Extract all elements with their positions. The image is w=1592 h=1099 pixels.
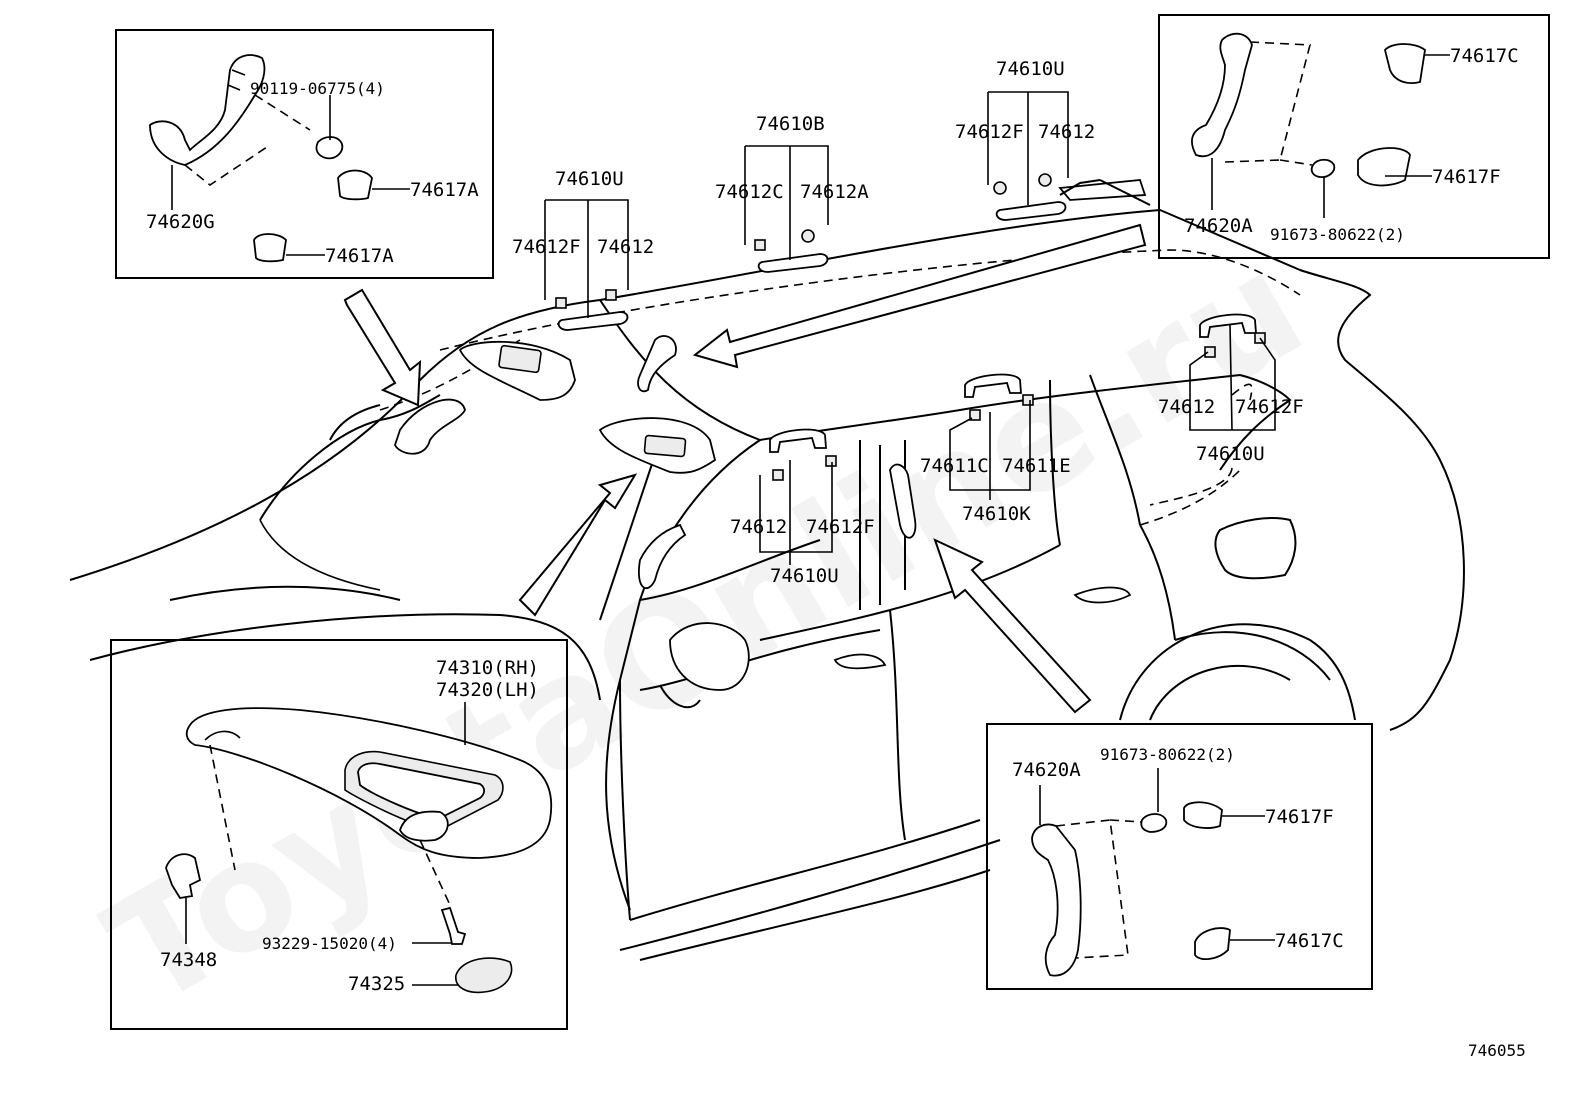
inset-front-grip: 90119-06775(4) 74617A 74620G 74617A	[115, 29, 494, 279]
inset-sun-visor: 74310(RH) 74320(LH) 74348 93229-15020(4)…	[110, 639, 568, 1030]
leader-lines	[544, 91, 1276, 565]
pointer-arrows	[343, 223, 1147, 714]
label-74610B: 74610B	[756, 113, 825, 135]
label-74310: 74310(RH)	[436, 657, 539, 679]
label-74610U-b: 74610U	[996, 58, 1065, 80]
label-74320: 74320(LH)	[436, 679, 539, 701]
label-74617C-b: 74617C	[1275, 930, 1344, 952]
label-74612F-d: 74612F	[1235, 396, 1304, 418]
label-74610U-a: 74610U	[555, 168, 624, 190]
inset-rear-grip-bottom: 74620A 91673-80622(2) 74617F 74617C	[986, 723, 1373, 990]
label-74610U-c: 74610U	[770, 565, 839, 587]
label-91673-b: 91673-80622(2)	[1100, 745, 1235, 764]
label-91673-a: 91673-80622(2)	[1270, 225, 1405, 244]
label-74617F-a: 74617F	[1432, 166, 1501, 188]
label-74612F-c: 74612F	[806, 516, 875, 538]
roof-grips	[555, 173, 1266, 481]
label-74617F-b: 74617F	[1265, 806, 1334, 828]
label-74325: 74325	[348, 973, 405, 995]
label-74620A-a: 74620A	[1184, 215, 1253, 237]
label-74348: 74348	[160, 949, 217, 971]
label-74610K: 74610K	[962, 503, 1031, 525]
diagram-number: 746055	[1468, 1041, 1526, 1060]
vehicle-labels: 74610U 74612F 74612 74610B 74612C 74612A…	[512, 58, 1304, 587]
label-90119: 90119-06775(4)	[250, 79, 385, 98]
label-74620G: 74620G	[146, 211, 215, 233]
label-74617A-1: 74617A	[410, 179, 479, 201]
label-74610U-d: 74610U	[1196, 443, 1265, 465]
vehicle-outline	[69, 208, 1465, 961]
label-74612-b: 74612	[1038, 121, 1095, 143]
label-74617C-a: 74617C	[1450, 45, 1519, 67]
label-74612-d: 74612	[1158, 396, 1215, 418]
label-74612C: 74612C	[715, 181, 784, 203]
label-74617A-2: 74617A	[325, 245, 394, 267]
inset-rear-grip-top: 74617C 74617F 74620A 91673-80622(2)	[1158, 14, 1550, 259]
label-74620A-b: 74620A	[1012, 759, 1081, 781]
label-74611E: 74611E	[1002, 455, 1071, 477]
label-93229: 93229-15020(4)	[262, 934, 397, 953]
label-74612A: 74612A	[800, 181, 869, 203]
sun-visor-installed	[458, 340, 717, 474]
label-74611C: 74611C	[920, 455, 989, 477]
label-74612-a: 74612	[597, 236, 654, 258]
label-74612F-a: 74612F	[512, 236, 581, 258]
label-74612-c: 74612	[730, 516, 787, 538]
label-74612F-b: 74612F	[955, 121, 1024, 143]
